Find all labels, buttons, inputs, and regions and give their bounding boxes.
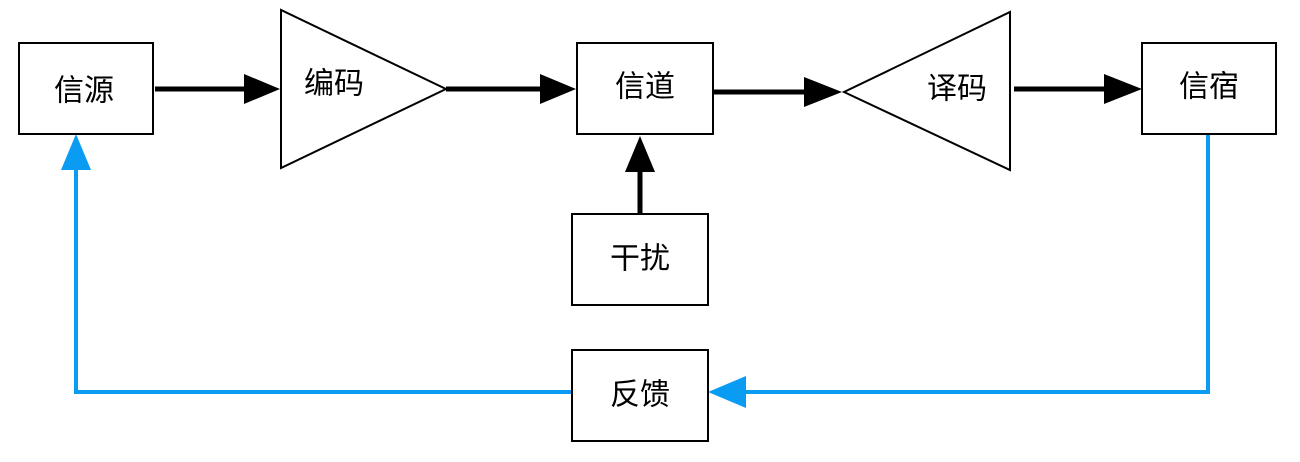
edge-decoder-to-sink — [1014, 74, 1142, 104]
node-encoder: 编码 — [280, 8, 449, 170]
node-feedback-label: 反馈 — [610, 378, 670, 413]
edge-feedback-to-source — [61, 134, 572, 394]
node-feedback: 反馈 — [571, 349, 709, 442]
node-source: 信源 — [18, 42, 154, 135]
node-source-label: 信源 — [54, 74, 114, 109]
node-sink: 信宿 — [1141, 42, 1277, 135]
node-decoder-label: 译码 — [927, 72, 987, 107]
node-decoder: 译码 — [841, 10, 1011, 172]
node-sink-label: 信宿 — [1179, 70, 1239, 105]
edge-source-to-encoder — [155, 74, 280, 104]
edge-noise-to-channel — [625, 136, 655, 214]
edge-encoder-to-channel — [446, 74, 576, 104]
edge-sink-to-feedback — [708, 130, 1210, 408]
node-noise: 干扰 — [571, 213, 709, 306]
node-noise-label: 干扰 — [610, 242, 670, 277]
node-encoder-label: 编码 — [304, 67, 364, 102]
node-channel-label: 信道 — [615, 70, 675, 105]
node-channel: 信道 — [576, 42, 714, 135]
edge-channel-to-decoder — [714, 77, 842, 107]
